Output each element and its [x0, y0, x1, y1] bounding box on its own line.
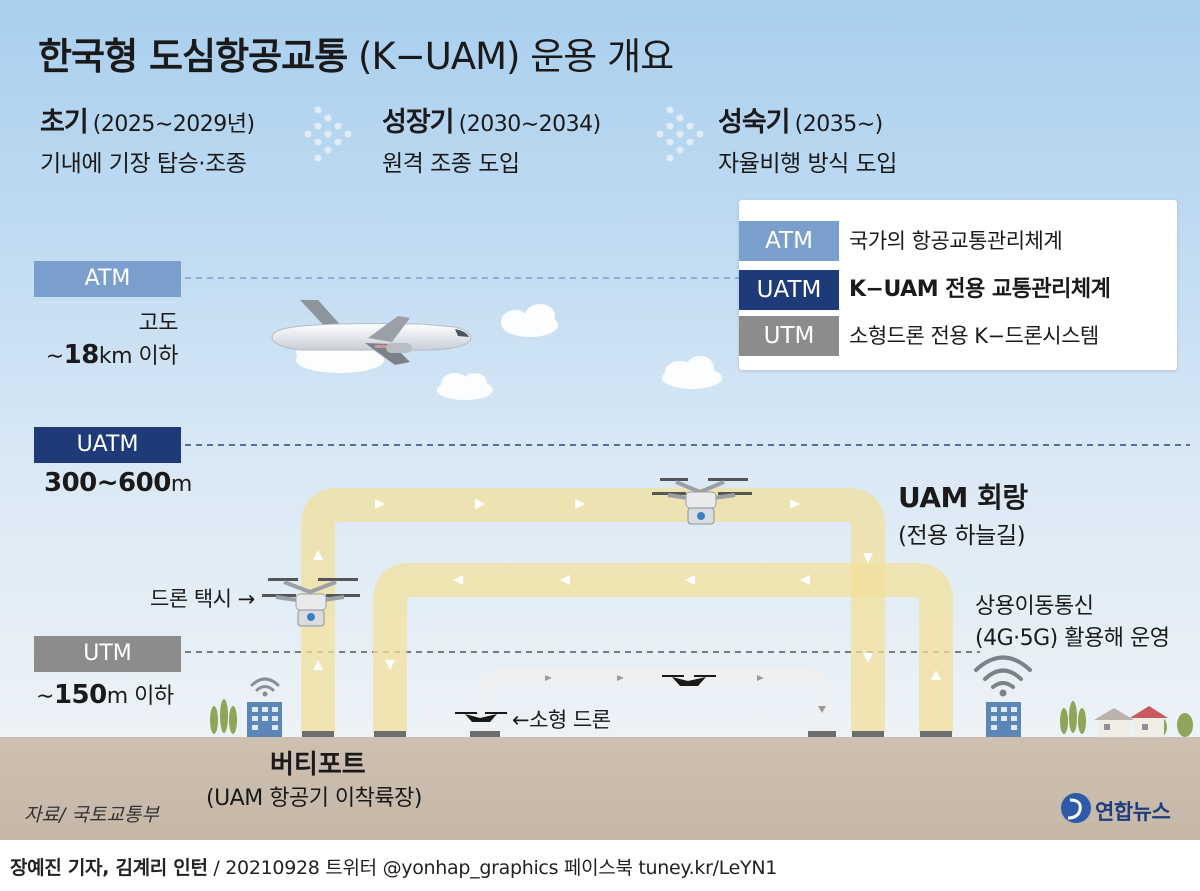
uatm-level-tag: UATM	[34, 427, 181, 463]
house-icon	[1094, 706, 1168, 737]
altitude-number: 150	[53, 680, 107, 710]
phase-name: 성숙기	[718, 107, 791, 138]
title-main: 한국형 도심항공교통	[38, 35, 348, 78]
legend-text: K−UAM 전용 교통관리체계	[849, 277, 1111, 302]
phase-chevron-icon	[656, 106, 704, 162]
building-icon	[986, 702, 1021, 737]
landing-pad	[302, 731, 952, 737]
uam-corridor-inner	[373, 563, 953, 733]
phase-years: (2030∼2034)	[458, 112, 602, 137]
vertiport-sublabel: (UAM 항공기 이착륙장)	[206, 786, 422, 811]
corridor-subtitle: (전용 하늘길)	[898, 523, 1026, 549]
uam-corridor-outer	[301, 488, 885, 733]
cloud	[501, 304, 558, 337]
ground-strip	[0, 737, 1200, 840]
phase-years: (2025∼2029년)	[92, 112, 255, 137]
phase-mature: 성숙기 (2035∼)	[718, 100, 883, 139]
altitude-suffix: m 이하	[106, 684, 174, 709]
wifi-icon	[250, 677, 280, 692]
phase-desc: 자율비행 방식 도입	[718, 151, 897, 177]
altitude-unit: m	[170, 472, 192, 497]
legend-box: ATM 국가의 항공교통관리체계 UATM K−UAM 전용 교통관리체계 UT…	[739, 200, 1177, 370]
brand-name: 연합뉴스	[1095, 800, 1171, 824]
drone-taxi-icon	[262, 578, 360, 627]
legend-text: 국가의 항공교통관리체계	[849, 229, 1063, 253]
atm-level-altitude: ∼18km 이하	[45, 338, 179, 370]
phase-chevron-icon	[304, 106, 352, 162]
utm-level-tag: UTM	[34, 636, 181, 672]
small-drone-corridor	[476, 669, 831, 733]
phase-desc: 원격 조종 도입	[382, 151, 520, 177]
cloud	[437, 373, 493, 400]
mobile-network-label-2: (4G·5G) 활용해 운영	[975, 626, 1170, 651]
legend-text: 소형드론 전용 K−드론시스템	[849, 324, 1099, 348]
phase-years: (2035∼)	[794, 112, 884, 137]
drone-taxi-icon	[652, 478, 752, 525]
small-drone-label: ←소형 드론	[512, 708, 611, 732]
wifi-icon	[974, 655, 1032, 689]
small-drone-icon	[455, 712, 507, 722]
vertiport-label: 버티포트	[270, 750, 366, 780]
altitude-number: 300∼600	[44, 468, 171, 498]
altitude-prefix: ∼	[36, 684, 54, 709]
altitude-prefix: ∼	[45, 344, 64, 369]
title-sub: (K−UAM) 운용 개요	[347, 35, 674, 78]
tree-icon	[210, 699, 237, 734]
phase-growth: 성장기 (2030∼2034)	[382, 100, 601, 139]
credit-names: 장예진 기자, 김계리 인턴	[10, 857, 208, 879]
yonhap-logo-icon	[1061, 793, 1091, 823]
airplane-icon	[271, 300, 472, 365]
legend-row-utm: UTM 소형드론 전용 K−드론시스템	[739, 316, 1177, 356]
small-drone-icon	[662, 675, 716, 686]
utm-level-altitude: ∼150m 이하	[36, 678, 174, 710]
corridor-title: UAM 회랑	[898, 481, 1028, 514]
legend-row-uatm: UATM K−UAM 전용 교통관리체계	[739, 270, 1177, 310]
building-icon	[247, 702, 282, 737]
credit-rest: / 20210928 트위터 @yonhap_graphics 페이스북 tun…	[207, 857, 778, 879]
credit-line: 장예진 기자, 김계리 인턴 / 20210928 트위터 @yonhap_gr…	[10, 853, 777, 880]
phase-name: 성장기	[382, 107, 455, 138]
drone-taxi-label: 드론 택시 →	[150, 587, 255, 611]
source-note: 자료/ 국토교통부	[24, 804, 159, 826]
phase-name: 초기	[40, 107, 89, 138]
legend-badge: UTM	[739, 316, 839, 356]
altitude-number: 18	[63, 340, 100, 370]
page-title: 한국형 도심항공교통 (K−UAM) 운용 개요	[38, 26, 674, 80]
phase-desc: 기내에 기장 탑승·조종	[40, 151, 247, 177]
legend-row-atm: ATM 국가의 항공교통관리체계	[739, 221, 1177, 261]
cloud	[662, 356, 722, 389]
uatm-level-altitude: 300∼600m	[44, 468, 192, 498]
atm-level-note: 고도	[138, 311, 179, 336]
altitude-suffix: km 이하	[98, 344, 179, 369]
mobile-network-label: 상용이동통신	[975, 594, 1094, 619]
legend-badge: ATM	[739, 221, 839, 261]
atm-level-tag: ATM	[34, 261, 181, 297]
footer-bar	[0, 840, 1200, 891]
phase-early: 초기 (2025∼2029년)	[40, 100, 255, 139]
legend-badge: UATM	[739, 270, 839, 310]
